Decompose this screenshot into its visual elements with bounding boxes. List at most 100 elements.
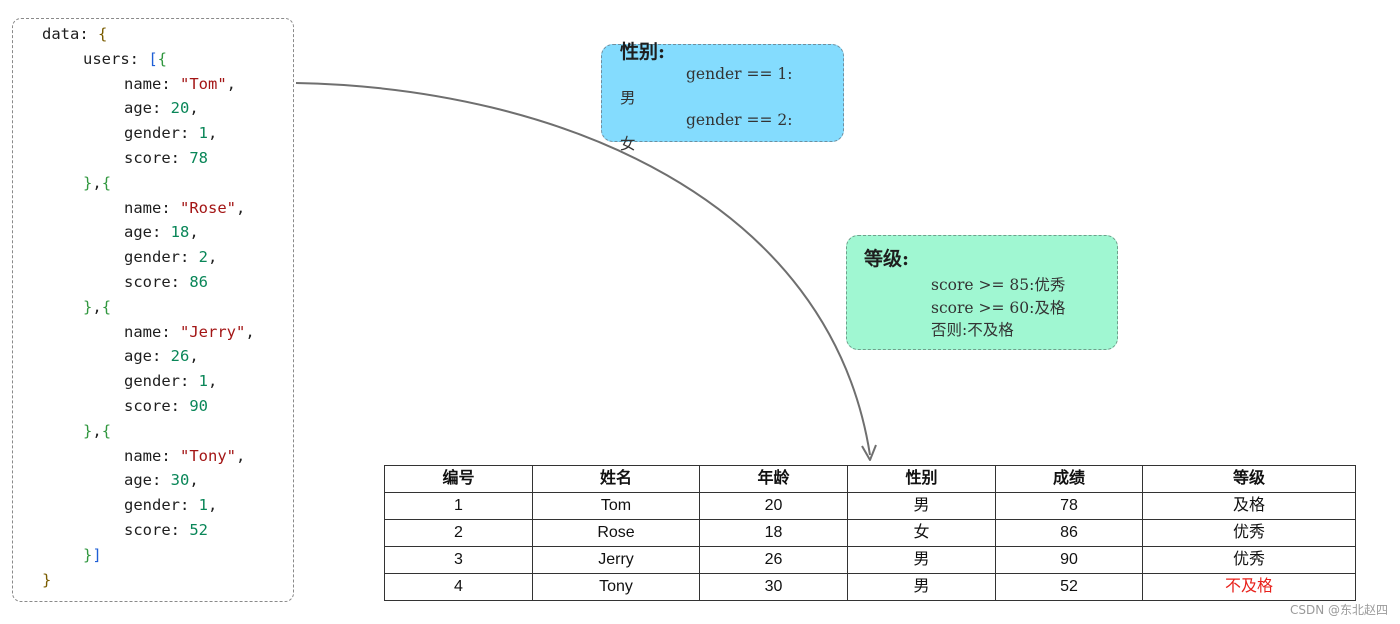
code-line: },{ — [83, 419, 111, 444]
code-line: } — [42, 568, 51, 593]
cell-grade: 优秀 — [1142, 546, 1356, 574]
code-token: , — [208, 248, 218, 267]
code-token: , — [92, 421, 102, 440]
code-token: score: — [124, 149, 190, 167]
code-token: , — [245, 322, 255, 341]
code-line: name: "Rose", — [124, 196, 245, 221]
code-token: , — [92, 173, 102, 192]
cell-score: 52 — [995, 573, 1143, 601]
code-token: gender: — [124, 372, 199, 391]
code-token: , — [208, 496, 218, 515]
code-line: name: "Tom", — [124, 72, 236, 97]
cell-name: Rose — [532, 519, 700, 547]
code-line: score: 90 — [124, 394, 208, 419]
code-token: "Jerry" — [180, 322, 246, 341]
code-token: { — [101, 297, 112, 316]
cell-age: 18 — [699, 519, 848, 547]
watermark: CSDN @东北赵四 — [1289, 603, 1388, 617]
code-token: 18 — [170, 223, 190, 242]
header-score: 成绩 — [995, 465, 1143, 493]
cell-id: 3 — [384, 546, 533, 574]
code-line: age: 18, — [124, 220, 199, 245]
code-token: } — [83, 545, 93, 564]
code-token: , — [226, 74, 237, 93]
gender-note-line4: 女 — [620, 135, 636, 153]
gender-note-line2: 男 — [620, 89, 636, 107]
cell-gender: 女 — [847, 519, 996, 547]
cell-id: 4 — [384, 573, 533, 601]
code-token: , — [189, 347, 199, 366]
code-token: 26 — [170, 347, 190, 366]
grade-note-title: 等级: — [864, 248, 910, 270]
code-token: score: — [124, 397, 190, 415]
cell-age: 30 — [699, 573, 848, 601]
code-token: "Tony" — [180, 446, 236, 465]
cell-age: 20 — [699, 492, 848, 520]
code-token: 52 — [189, 521, 208, 539]
header-gender: 性别 — [847, 465, 996, 493]
code-line: },{ — [83, 171, 111, 196]
code-token: gender: — [124, 248, 199, 267]
code-line: data: { — [42, 22, 107, 47]
grade-note: 等级: score >= 85:优秀 score >= 60:及格 否则:不及格 — [846, 235, 1118, 350]
cell-score: 86 — [995, 519, 1143, 547]
code-token: name: — [124, 446, 180, 465]
code-token: gender: — [124, 124, 199, 143]
code-token: 30 — [170, 471, 190, 490]
cell-id: 2 — [384, 519, 533, 547]
cell-grade: 优秀 — [1142, 519, 1356, 547]
grade-note-line2: score >= 60:及格 — [931, 299, 1066, 317]
cell-grade: 及格 — [1142, 492, 1356, 520]
cell-name: Tom — [532, 492, 700, 520]
code-token: 90 — [189, 397, 208, 415]
code-token: "Rose" — [180, 198, 236, 217]
code-line: score: 78 — [124, 146, 208, 171]
code-token: 86 — [189, 273, 208, 291]
code-token: age: — [124, 347, 171, 366]
code-token: score: — [124, 273, 190, 291]
code-token: score: — [124, 521, 190, 539]
code-token: name: — [124, 198, 180, 217]
code-token: , — [236, 446, 246, 465]
code-token: , — [208, 124, 218, 143]
gender-note-title: 性别: — [620, 41, 666, 63]
header-age: 年龄 — [699, 465, 848, 493]
cell-age: 26 — [699, 546, 848, 574]
grade-note-line3: 否则:不及格 — [931, 321, 1014, 339]
code-token: data: — [42, 25, 98, 43]
code-token: , — [208, 372, 218, 391]
code-token: } — [83, 297, 93, 316]
gender-note: 性别: gender == 1: 男 gender == 2: 女 — [601, 41, 844, 153]
cell-score: 78 — [995, 492, 1143, 520]
code-token: { — [101, 173, 112, 192]
code-line: gender: 1, — [124, 493, 217, 518]
code-token: 1 — [198, 124, 208, 143]
code-token: { — [101, 421, 112, 440]
code-token: age: — [124, 471, 171, 490]
code-token: age: — [124, 99, 171, 118]
header-name: 姓名 — [532, 465, 700, 493]
code-token: 2 — [198, 248, 208, 267]
code-token: { — [98, 25, 108, 43]
code-token: 78 — [189, 149, 208, 167]
code-line: gender: 2, — [124, 245, 217, 270]
code-token: , — [236, 198, 246, 217]
code-token: [ — [148, 49, 158, 68]
code-line: age: 26, — [124, 344, 199, 369]
code-line: age: 20, — [124, 96, 199, 121]
code-line: age: 30, — [124, 468, 199, 493]
cell-name: Jerry — [532, 546, 700, 574]
code-token: users: — [83, 49, 149, 68]
header-id: 编号 — [384, 465, 533, 493]
code-line: name: "Jerry", — [124, 320, 255, 345]
code-token: gender: — [124, 496, 199, 515]
code-line: gender: 1, — [124, 369, 217, 394]
grade-note-line1: score >= 85:优秀 — [931, 276, 1066, 294]
code-token: age: — [124, 223, 171, 242]
cell-gender: 男 — [847, 546, 996, 574]
code-token: 1 — [198, 372, 208, 391]
code-token: , — [189, 223, 199, 242]
code-line: users: [{ — [83, 47, 167, 72]
code-token: { — [157, 49, 168, 68]
